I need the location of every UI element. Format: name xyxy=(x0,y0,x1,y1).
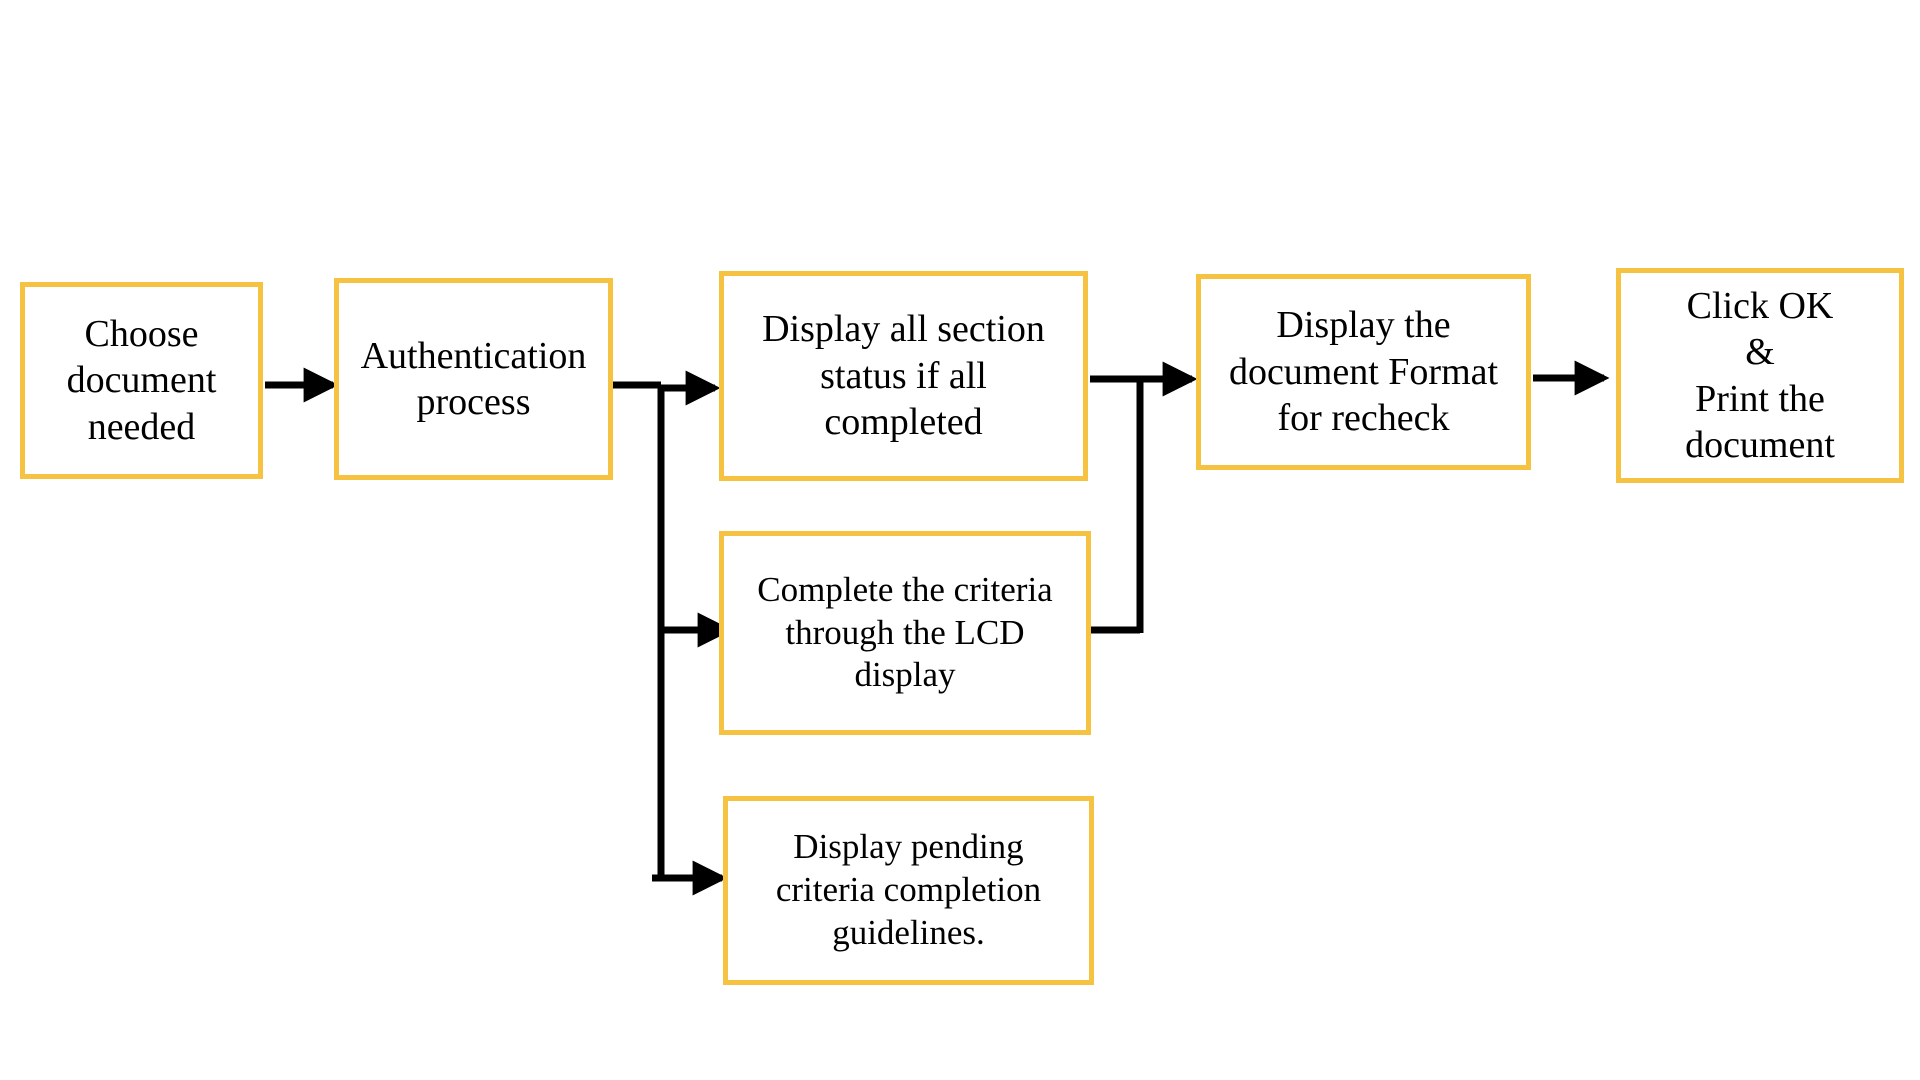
node-label: status if all xyxy=(820,354,987,397)
node-display-pending-guidelines: Display pending criteria completion guid… xyxy=(723,796,1094,985)
node-complete-criteria: Complete the criteria through the LCD di… xyxy=(719,531,1091,735)
node-label: Authentication xyxy=(360,334,587,377)
node-label: Complete the criteria xyxy=(757,569,1053,609)
node-label: criteria completion xyxy=(775,870,1042,910)
node-label: Click OK xyxy=(1686,284,1834,327)
node-label: guidelines. xyxy=(832,912,985,952)
node-click-ok-print: Click OK & Print the document xyxy=(1616,268,1904,483)
node-label: Display the xyxy=(1276,304,1451,347)
node-label: Print the xyxy=(1695,377,1825,420)
node-label: for recheck xyxy=(1277,397,1450,440)
node-label: Display pending xyxy=(793,827,1024,867)
node-label: document xyxy=(1685,423,1835,466)
node-display-document-format: Display the document Format for recheck xyxy=(1196,274,1531,470)
node-display-section-status: Display all section status if all comple… xyxy=(719,271,1088,481)
node-label: Choose xyxy=(84,312,199,355)
node-label: through the LCD xyxy=(785,612,1025,652)
node-label: completed xyxy=(824,401,983,444)
node-label: document Format xyxy=(1228,350,1499,393)
node-label: & xyxy=(1745,331,1775,374)
node-label: display xyxy=(854,655,956,695)
node-label: needed xyxy=(87,405,196,448)
node-choose-document: Choose document needed xyxy=(20,282,263,479)
node-label: Display all section xyxy=(762,308,1045,351)
node-authentication: Authentication process xyxy=(334,278,613,480)
node-label: process xyxy=(416,381,531,423)
node-label: document xyxy=(66,359,217,402)
